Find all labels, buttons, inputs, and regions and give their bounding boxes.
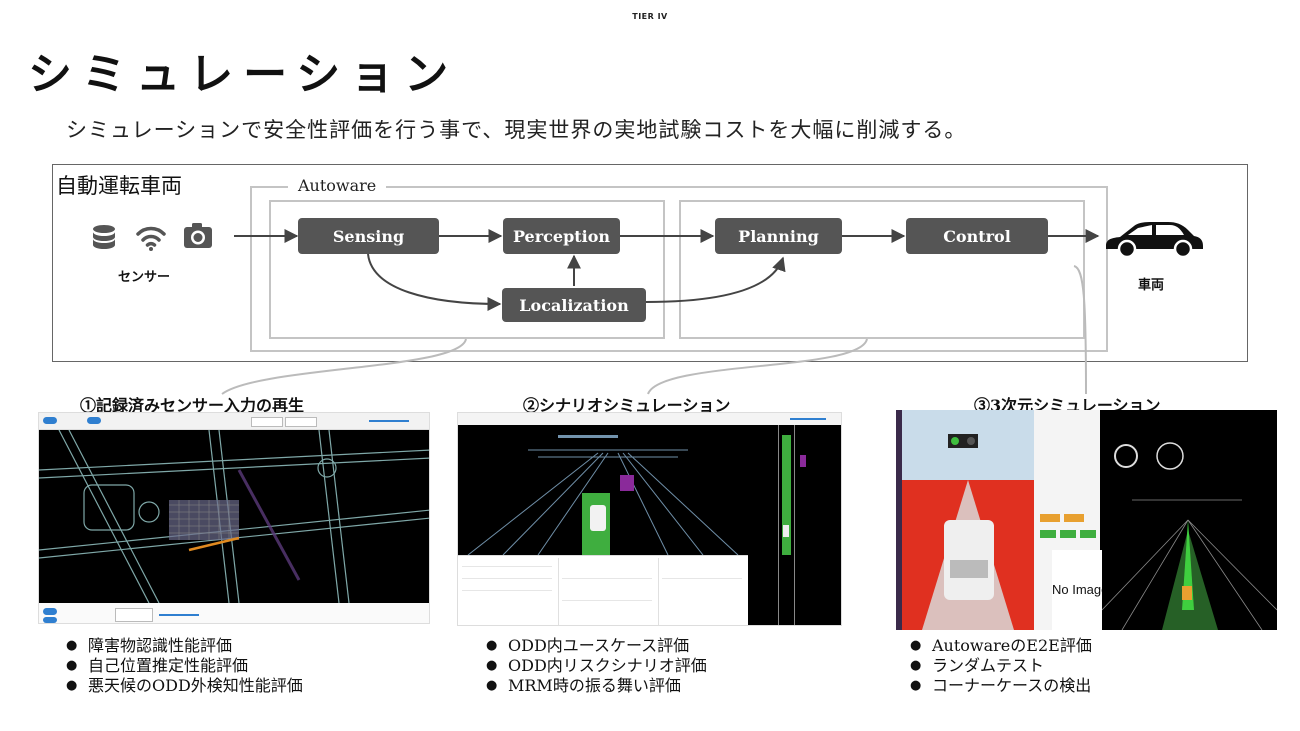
vehicle-label: 自動運転車両 — [56, 174, 182, 198]
list-item: ランダムテスト — [908, 656, 1092, 676]
toggle-icon — [43, 608, 57, 615]
screenshot-scenario-simulator — [457, 412, 842, 626]
replay-control-panel — [39, 603, 429, 623]
toggle-icon — [87, 417, 101, 424]
callout-connector-1 — [221, 338, 467, 395]
vehicle-output-label: 車両 — [1138, 278, 1165, 293]
sensor-label: センサー — [118, 270, 171, 285]
panel-slider — [159, 614, 199, 616]
list-item: 自己位置推定性能評価 — [64, 656, 303, 676]
no-image-panel: No Image — [1052, 550, 1108, 630]
toggle-icon — [43, 617, 57, 623]
bullet-list-scenario: ODD内ユースケース評価 ODD内リスクシナリオ評価 MRM時の振る舞い評価 — [484, 636, 707, 696]
screenshot-sensor-replay — [38, 412, 430, 624]
page-subtitle: シミュレーションで安全性評価を行う事で、現実世界の実地試験コストを大幅に削減する… — [66, 118, 967, 142]
section-title-replay: ①記録済みセンサー入力の再生 — [80, 396, 305, 415]
toggle-icon — [43, 417, 57, 424]
speedometer-icon — [1156, 442, 1184, 470]
camera-icon — [184, 223, 212, 248]
planning-group-frame — [679, 200, 1085, 339]
vehicle-frame — [52, 164, 1248, 362]
pointcloud-drawing — [1102, 442, 1277, 630]
replay-map-view — [39, 430, 429, 603]
list-item: 悪天候のODD外検知性能評価 — [64, 676, 303, 696]
list-item: ODD内ユースケース評価 — [484, 636, 707, 656]
node-control: Control — [906, 218, 1048, 254]
camera-scene-drawing — [902, 410, 1034, 630]
list-item: ODD内リスクシナリオ評価 — [484, 656, 707, 676]
autoware-label: Autoware — [288, 176, 387, 195]
seek-slider — [369, 420, 409, 422]
top-view-ego — [783, 525, 789, 537]
panel-field — [115, 608, 153, 622]
toolbar-field — [285, 417, 317, 427]
scenario-toolbar — [458, 413, 841, 425]
seek-slider — [790, 418, 826, 420]
callout-connector-2 — [647, 338, 868, 395]
ego-vehicle — [590, 505, 606, 531]
desktop-dock — [896, 410, 902, 630]
page-title: シミュレーション — [28, 49, 459, 100]
section-title-scenario: ②シナリオシミュレーション — [523, 396, 731, 415]
scenario-road-drawing — [467, 435, 739, 555]
list-item: コーナーケースの検出 — [908, 676, 1092, 696]
autoware-frame — [250, 186, 1108, 352]
callout-connector-3 — [1073, 265, 1087, 395]
scenario-top-view — [748, 425, 841, 625]
screenshot-3d-simulator: No Image — [896, 410, 1277, 630]
no-image-text: No Image — [1052, 582, 1109, 597]
wifi-icon — [136, 226, 166, 251]
database-icon — [93, 225, 115, 249]
list-item: AutowareのE2E評価 — [908, 636, 1092, 656]
scenario-3d-view — [458, 425, 748, 555]
replay-toolbar — [39, 413, 429, 430]
node-localization: Localization — [502, 288, 646, 322]
sensing-group-frame — [269, 200, 665, 339]
arrow-localization-planning — [645, 256, 786, 303]
camera-view — [902, 410, 1034, 630]
node-sensing: Sensing — [298, 218, 439, 254]
node-perception: Perception — [503, 218, 620, 254]
list-item: MRM時の振る舞い評価 — [484, 676, 707, 696]
lanelet-map-drawing — [39, 430, 429, 603]
scenario-info-panel — [458, 555, 748, 625]
bullet-list-3d: AutowareのE2E評価 ランダムテスト コーナーケースの検出 — [908, 636, 1092, 696]
car-icon — [1106, 222, 1203, 258]
arrow-sensing-localization — [367, 253, 502, 311]
node-planning: Planning — [715, 218, 842, 254]
top-view-npc — [800, 455, 806, 467]
company-logo: TIER IV — [632, 12, 668, 21]
list-item: 障害物認識性能評価 — [64, 636, 303, 656]
toolbar-field — [251, 417, 283, 427]
npc-vehicle — [620, 475, 634, 491]
steering-wheel-icon — [1114, 444, 1138, 468]
bullet-list-replay: 障害物認識性能評価 自己位置推定性能評価 悪天候のODD外検知性能評価 — [64, 636, 303, 696]
rviz-pointcloud-view — [1102, 410, 1277, 630]
top-view-path — [782, 435, 791, 555]
